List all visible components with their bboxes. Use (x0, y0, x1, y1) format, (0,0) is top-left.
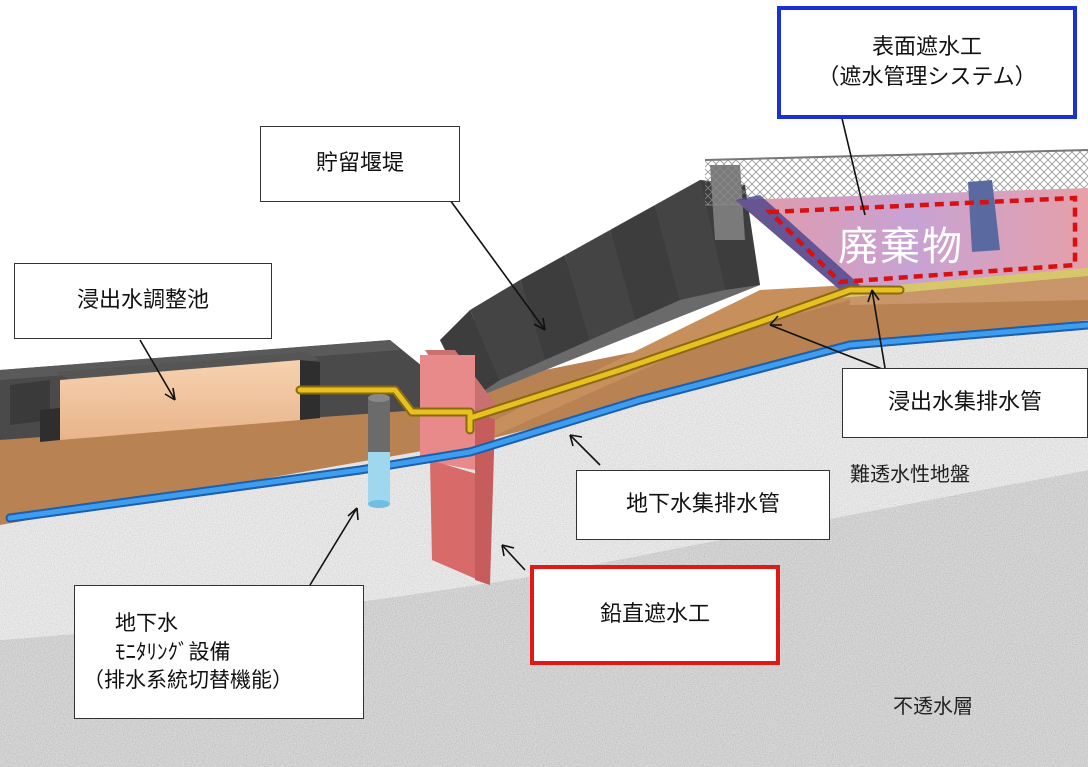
leachate-pipe-label: 浸出水集排水管 (887, 390, 1042, 416)
dam-callout: 貯留堰堤 (260, 126, 460, 202)
waste-label: 廃棄物 (838, 224, 964, 270)
surface-barrier-label: 表面遮水工 (871, 34, 982, 60)
vertical-barrier-label: 鉛直遮水工 (599, 602, 710, 628)
leader-pond (139, 339, 176, 401)
leachate-pipe (295, 285, 905, 435)
low-permeability-label: 難透水性地盤 (850, 462, 970, 486)
impermeable-layer-label: 不透水層 (893, 694, 973, 718)
pond-label: 浸出水調整池 (76, 288, 209, 314)
dam-label: 貯留堰堤 (315, 151, 404, 177)
surface-barrier-sublabel: （遮水管理システム） (817, 64, 1037, 90)
vertical-barrier-callout: 鉛直遮水工 (530, 565, 780, 665)
vertical-cutoff-wall-shape (420, 350, 500, 585)
leader-monitoring (309, 507, 358, 586)
monitoring-label-2: ﾓﾆﾀﾘﾝｸﾞ設備 (115, 639, 231, 664)
pond-callout: 浸出水調整池 (14, 263, 272, 339)
surface-barrier-callout: 表面遮水工 （遮水管理システム） (777, 6, 1077, 119)
monitoring-label-3: （排水系統切替機能） (83, 668, 293, 693)
monitoring-callout: 地下水 ﾓﾆﾀﾘﾝｸﾞ設備 （排水系統切替機能） (74, 585, 364, 719)
pond-structure (10, 352, 320, 442)
leader-surface (839, 109, 866, 216)
monitoring-well (368, 394, 390, 508)
leachate-pipe-callout: 浸出水集排水管 (842, 368, 1088, 438)
groundwater-pipe-callout: 地下水集排水管 (576, 470, 830, 540)
leader-gw (569, 434, 601, 466)
groundwater-pipe-label: 地下水集排水管 (625, 492, 780, 518)
leader-leach-2 (871, 289, 886, 369)
monitoring-label-1: 地下水 (115, 611, 178, 636)
leader-vertical (501, 544, 526, 571)
groundwater-pipe (5, 320, 1088, 523)
waste-area (735, 180, 1088, 298)
low-permeability-ground (0, 320, 1088, 640)
leader-dam (449, 199, 546, 331)
